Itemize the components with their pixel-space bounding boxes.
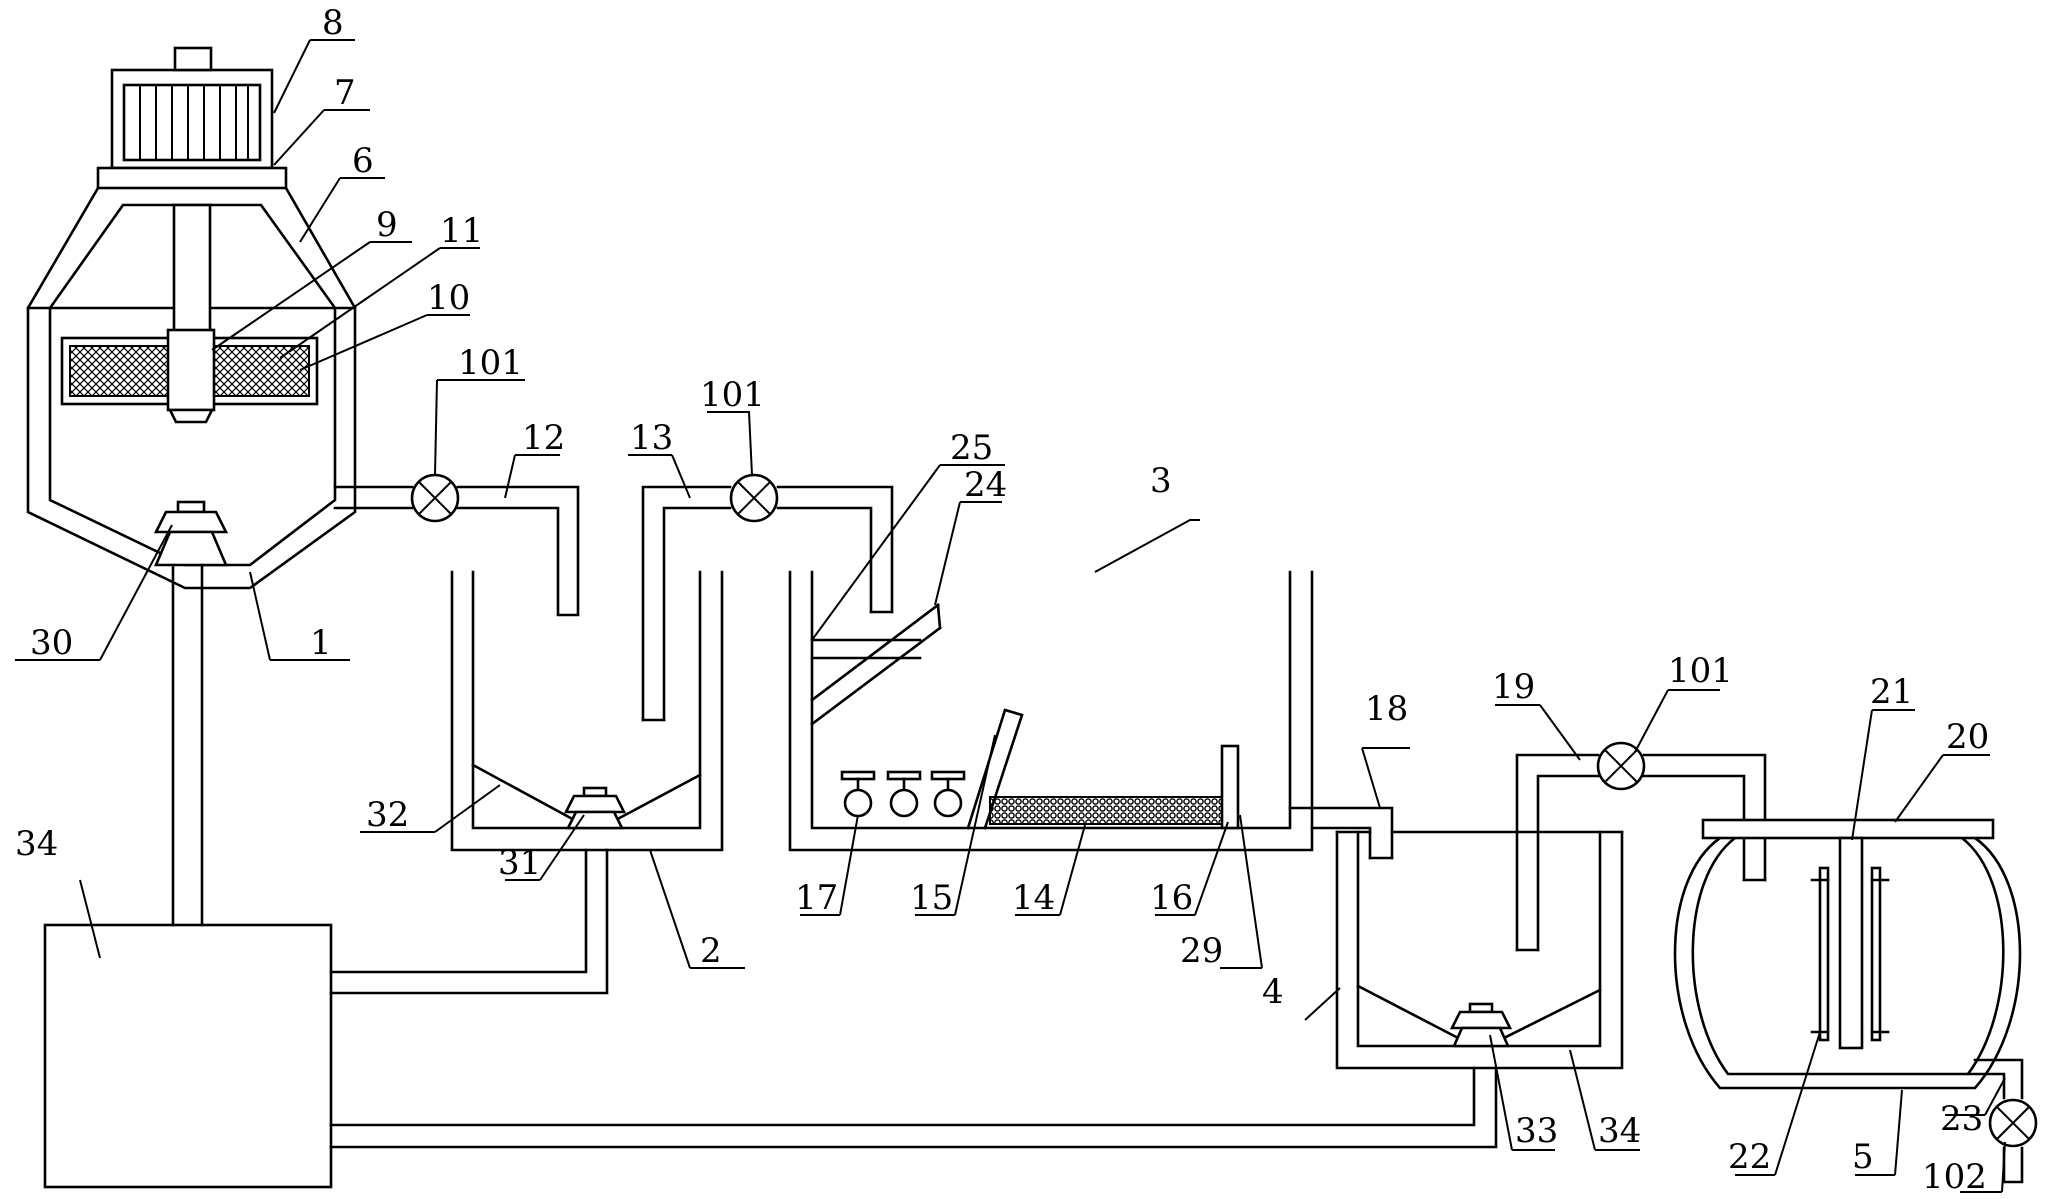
label-34-a: 34 — [15, 824, 58, 864]
packing-layer-14 — [989, 796, 1223, 825]
label-15: 15 — [910, 878, 953, 918]
label-17: 17 — [795, 878, 838, 918]
label-29: 29 — [1180, 931, 1223, 971]
label-33: 33 — [1515, 1111, 1558, 1151]
return-pipes — [329, 848, 1498, 1149]
part-number-labels: 8 7 6 9 11 10 101 12 13 101 25 24 3 30 1… — [15, 3, 1989, 1197]
cover-plate-7 — [96, 166, 288, 190]
label-23: 23 — [1940, 1099, 1983, 1139]
pipe-19 — [1515, 753, 1767, 952]
label-4: 4 — [1262, 972, 1284, 1012]
label-25: 25 — [950, 428, 993, 468]
collector-box-34 — [43, 923, 333, 1189]
label-18: 18 — [1365, 689, 1408, 729]
treatment-tank-3 — [788, 570, 1314, 852]
hub-9 — [166, 328, 216, 412]
label-102: 102 — [1922, 1157, 1987, 1197]
pipe-13 — [641, 485, 894, 722]
label-24: 24 — [964, 465, 1007, 505]
label-5: 5 — [1852, 1137, 1874, 1177]
settling-tank-2 — [450, 570, 724, 852]
label-13: 13 — [630, 418, 673, 458]
label-8: 8 — [322, 3, 344, 43]
label-1: 1 — [310, 623, 332, 663]
sprinkler-heads-17 — [840, 770, 966, 818]
label-3: 3 — [1150, 461, 1172, 501]
label-11: 11 — [440, 211, 483, 251]
pipe-12 — [333, 485, 580, 617]
label-22: 22 — [1728, 1137, 1771, 1177]
valve-101-a[interactable] — [410, 473, 460, 523]
label-101-a: 101 — [458, 343, 523, 383]
label-101-b: 101 — [700, 375, 765, 415]
label-30: 30 — [30, 623, 73, 663]
label-9: 9 — [376, 205, 398, 245]
label-10: 10 — [427, 278, 470, 318]
label-7: 7 — [334, 73, 356, 113]
valve-101-b[interactable] — [729, 473, 779, 523]
riser-pipe — [171, 563, 204, 927]
leader-lines — [15, 39, 2006, 1193]
label-6: 6 — [352, 141, 374, 181]
label-101-c: 101 — [1668, 651, 1733, 691]
label-31: 31 — [498, 843, 541, 883]
label-34-b: 34 — [1598, 1111, 1641, 1151]
reactor-tank-1 — [26, 46, 357, 590]
valve-102[interactable] — [1988, 1098, 2038, 1148]
pipe-18 — [1288, 806, 1394, 860]
label-2: 2 — [700, 931, 722, 971]
label-19: 19 — [1492, 667, 1535, 707]
storage-tank-5 — [1673, 818, 2024, 1184]
valve-101-c[interactable] — [1596, 741, 1646, 791]
weir-16 — [1220, 744, 1240, 830]
lid-20 — [1701, 818, 1995, 840]
electrode-21 — [1838, 836, 1864, 1050]
label-16: 16 — [1150, 878, 1193, 918]
label-32: 32 — [366, 795, 409, 835]
label-14: 14 — [1012, 878, 1055, 918]
label-21: 21 — [1870, 672, 1913, 712]
settling-tank-4 — [1335, 830, 1624, 1070]
label-12: 12 — [522, 418, 565, 458]
motor-top — [173, 46, 213, 72]
label-20: 20 — [1946, 717, 1989, 757]
